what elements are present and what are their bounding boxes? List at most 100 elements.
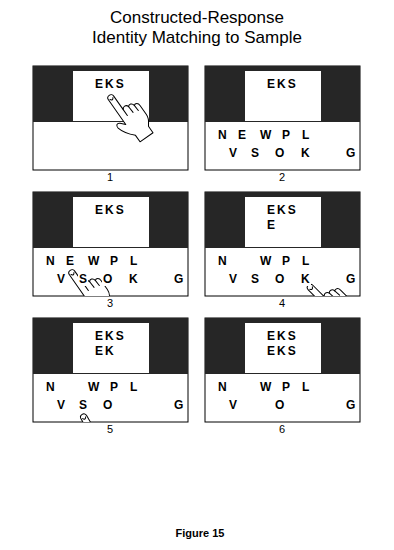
sample-box-fill (245, 197, 321, 247)
choice-letter: V (228, 273, 238, 286)
panel-number: 6 (267, 423, 297, 436)
choice-area: NEWPL VS O K G (205, 122, 360, 170)
choice-letter: S (78, 273, 88, 286)
choice-letter: O (102, 273, 113, 286)
constructed-response: EKS (267, 344, 317, 359)
choice-letter: S (250, 273, 260, 286)
screen-panel (205, 192, 360, 296)
sample-box-fill (73, 323, 149, 373)
choice-letter: W (87, 381, 100, 394)
constructed-response: E (267, 218, 317, 233)
choice-letter: P (109, 255, 119, 268)
screen-panel (33, 192, 188, 296)
sample-box-fill (245, 323, 321, 373)
sample-box-fill (245, 71, 321, 121)
choice-letter: L (129, 255, 138, 268)
sample-word: EKS (267, 77, 317, 92)
sample-box: EKS (73, 197, 149, 247)
choice-letter: V (228, 399, 238, 412)
choice-letter: P (109, 381, 119, 394)
choice-letter: P (281, 129, 291, 142)
choice-letter: S (78, 399, 88, 412)
hand-detail (310, 277, 340, 296)
sample-box: EKS (245, 71, 321, 121)
pointing-hand (100, 84, 157, 148)
choice-letter: G (345, 273, 356, 286)
hands (61, 84, 362, 468)
screens (33, 66, 360, 422)
sample-area (205, 192, 360, 248)
hand-detail (71, 265, 99, 295)
sample-word: EKS (267, 329, 317, 344)
screen-frame (205, 66, 360, 170)
choice-letter: G (173, 273, 184, 286)
choice-letter: O (274, 147, 285, 160)
sample-box: EKSEKS (245, 323, 321, 373)
sample-box: EKSEK (73, 323, 149, 373)
sample-box: EKS (73, 71, 149, 121)
choice-letter: G (345, 399, 356, 412)
figure-caption: Figure 15 (140, 527, 260, 540)
choice-letter: O (102, 399, 113, 412)
sample-box-fill (73, 197, 149, 247)
choice-letter: N (217, 381, 228, 394)
choice-letter: W (259, 129, 272, 142)
choice-letter: P (281, 381, 291, 394)
choice-area: NWPLVSOG (33, 374, 188, 422)
panel-number: 1 (95, 171, 125, 184)
choice-letter: W (259, 381, 272, 394)
screen-frame (205, 192, 360, 296)
choice-letter: V (56, 399, 66, 412)
choice-letter: K (300, 147, 311, 160)
sample-area (33, 192, 188, 248)
sample-area (205, 66, 360, 122)
screen-frame (33, 318, 188, 422)
hand-outline (100, 84, 157, 148)
screen-panel (33, 66, 188, 170)
choice-letter: V (228, 147, 238, 160)
choice-letter: V (56, 273, 66, 286)
choice-letter: E (237, 129, 247, 142)
sample-box-fills (73, 71, 321, 373)
hand-detail (110, 90, 138, 120)
choice-letter: W (259, 255, 272, 268)
choice-letter: N (217, 255, 228, 268)
hand-group (300, 272, 361, 296)
sample-word: EKS (95, 329, 145, 344)
choice-area: NEWPL VS O K G (33, 248, 188, 296)
sample-word: EKS (95, 77, 145, 92)
choice-letter: L (301, 255, 310, 268)
screen-panel (205, 66, 360, 170)
choice-area: N WPL V O G (205, 374, 360, 422)
panel-number: 4 (267, 297, 297, 310)
panel-number: 5 (95, 423, 125, 436)
choice-letter: K (128, 273, 139, 286)
sample-word: EKS (267, 203, 317, 218)
choice-letter: W (87, 255, 100, 268)
sample-area (33, 66, 188, 122)
choice-letter: K (300, 273, 311, 286)
sample-word: EKS (95, 203, 145, 218)
choice-letter: G (345, 147, 356, 160)
choice-area: NWPLVSOKG (205, 248, 360, 296)
choice-letter: N (45, 255, 56, 268)
choice-letter: P (281, 255, 291, 268)
choice-letter: O (274, 399, 285, 412)
screen-frame (33, 192, 188, 296)
figure-title: Constructed-Response Identity Matching t… (86, 8, 308, 48)
choice-letter: S (250, 147, 260, 160)
choice-letter: E (65, 255, 75, 268)
screen-frame (33, 66, 188, 170)
choice-letter: L (301, 129, 310, 142)
panel-number: 2 (267, 171, 297, 184)
choice-letter: L (129, 381, 138, 394)
choice-letter: L (301, 381, 310, 394)
screen-panel (33, 318, 188, 422)
pointing-hand (300, 272, 361, 296)
hand-group (100, 84, 157, 148)
choice-letter: N (217, 129, 228, 142)
screen-frame (205, 318, 360, 422)
sample-area (205, 318, 360, 374)
panel-number: 3 (95, 297, 125, 310)
